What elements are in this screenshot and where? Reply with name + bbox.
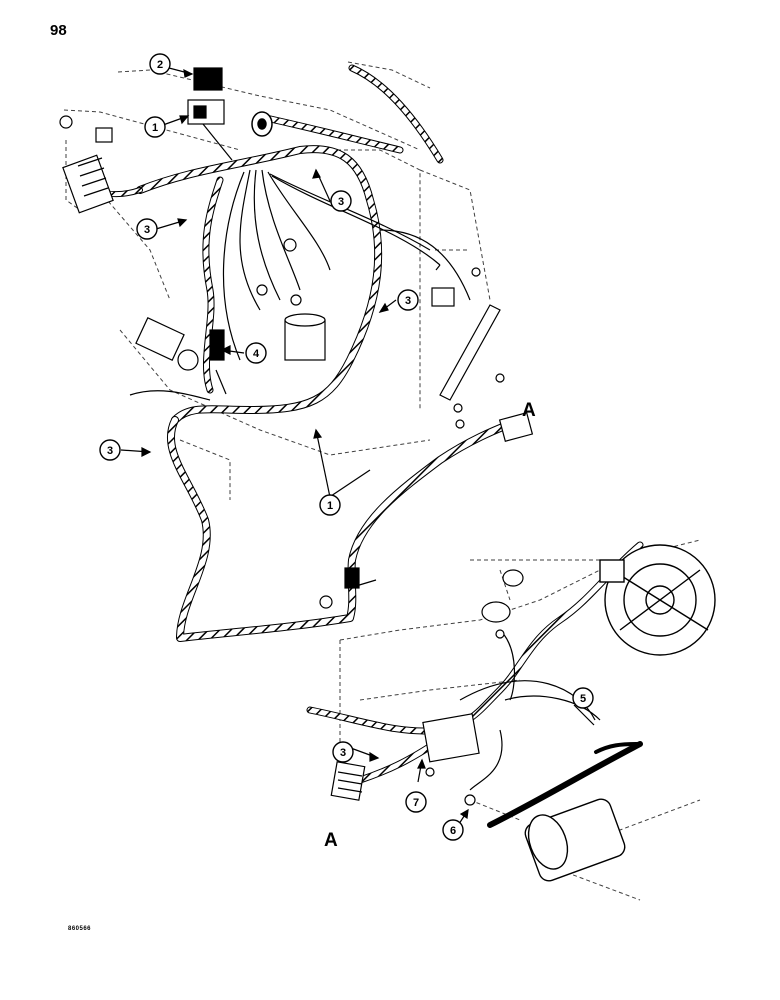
callout-5: 5 xyxy=(572,687,594,709)
callout-3-a-label: 3 xyxy=(338,196,344,208)
callout-3-a: 3 xyxy=(330,190,352,212)
callout-6-label: 6 xyxy=(450,825,456,837)
connector-a-top xyxy=(498,412,534,442)
callout-3-b: 3 xyxy=(136,218,158,240)
callout-1-mid: 1 xyxy=(319,494,341,516)
callouts: 2 1 3 3 3 4 3 1 xyxy=(99,53,594,841)
callout-1-mid-label: 1 xyxy=(327,500,333,512)
connector-a-bottom xyxy=(330,761,366,801)
connector-label-bottom: A xyxy=(324,830,338,851)
leader-lines xyxy=(120,67,595,828)
callout-4: 4 xyxy=(245,342,267,364)
callout-3-c: 3 xyxy=(397,289,419,311)
callout-7-label: 7 xyxy=(413,797,419,809)
figure-code: 860566 xyxy=(68,926,92,932)
alternator xyxy=(599,544,716,656)
battery-cable xyxy=(487,741,643,828)
left-connector-block xyxy=(59,115,114,214)
callout-5-label: 5 xyxy=(580,693,586,705)
callout-4-label: 4 xyxy=(253,348,260,360)
callout-2: 2 xyxy=(149,53,171,75)
grommet xyxy=(251,111,273,137)
ground-strap xyxy=(425,767,476,806)
callout-1-top: 1 xyxy=(144,116,166,138)
starter-solenoid xyxy=(256,238,326,361)
callout-7: 7 xyxy=(405,791,427,813)
harness-clip xyxy=(319,567,377,609)
terminal-strip xyxy=(431,267,505,429)
callout-3-d: 3 xyxy=(99,439,121,461)
callout-3-e: 3 xyxy=(332,741,354,763)
callout-2-label: 2 xyxy=(157,59,163,71)
ignition-switch xyxy=(135,317,227,395)
callout-3-e-label: 3 xyxy=(340,747,346,759)
relay-component xyxy=(187,67,225,125)
page-number: 98 xyxy=(50,22,67,39)
callout-6: 6 xyxy=(442,819,464,841)
connector-label-top: A xyxy=(522,400,536,421)
starter-motor xyxy=(524,798,626,882)
callout-3-c-label: 3 xyxy=(405,295,411,307)
engine-block xyxy=(422,569,524,763)
thin-wires xyxy=(129,169,601,791)
callout-3-b-label: 3 xyxy=(144,224,150,236)
callout-3-d-label: 3 xyxy=(107,445,113,457)
main-harness xyxy=(77,64,644,784)
callout-1-top-label: 1 xyxy=(152,122,158,134)
